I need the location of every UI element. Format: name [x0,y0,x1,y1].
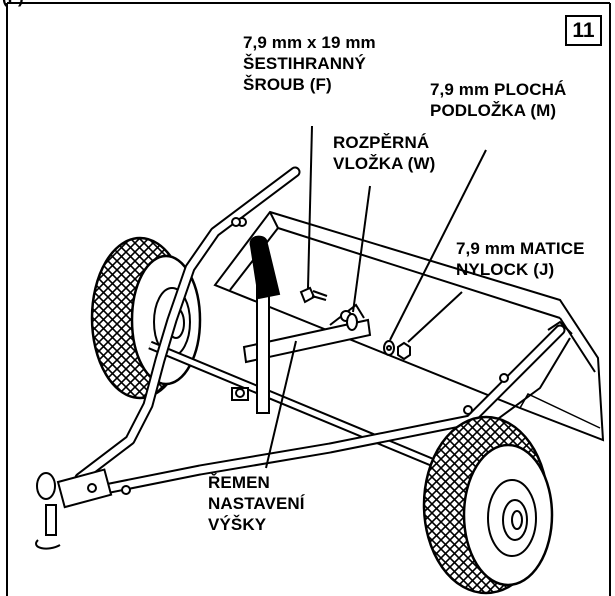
hex-bolt [299,286,328,304]
left-wheel [90,236,202,400]
flat-washer [383,340,395,356]
axle [148,340,472,483]
label-flat-washer: 7,9 mm PLOCHÁ PODLOŽKA (M) [430,80,567,120]
handle-frame [74,166,573,496]
label-spacer: ROZPĚRNÁ VLOŽKA (W) [333,133,436,173]
frame-border [6,2,611,596]
leader-washer [389,149,487,341]
leader-lines [265,125,487,469]
tow-hitch [35,468,131,550]
height-adjustment-strap [242,303,372,364]
nylock-nut [397,341,411,361]
spacer [346,313,358,331]
label-nylock-nut: 7,9 mm MATICE NYLOCK (J) [456,239,585,279]
adjustment-lever [231,217,281,414]
right-wheel [422,415,554,595]
cut-off-label: (F) [2,0,24,8]
leader-nut [407,291,463,343]
step-number-box: 11 [565,15,602,46]
label-hex-bolt: 7,9 mm x 19 mm ŠESTIHRANNÝ ŠROUB (F) [243,33,376,94]
leader-spacer [352,185,371,313]
frame-bolts [231,217,509,415]
label-height-strap: ŘEMEN NASTAVENÍ VÝŠKY [208,473,305,534]
leader-strap [265,340,297,469]
leader-bolt [307,125,313,289]
